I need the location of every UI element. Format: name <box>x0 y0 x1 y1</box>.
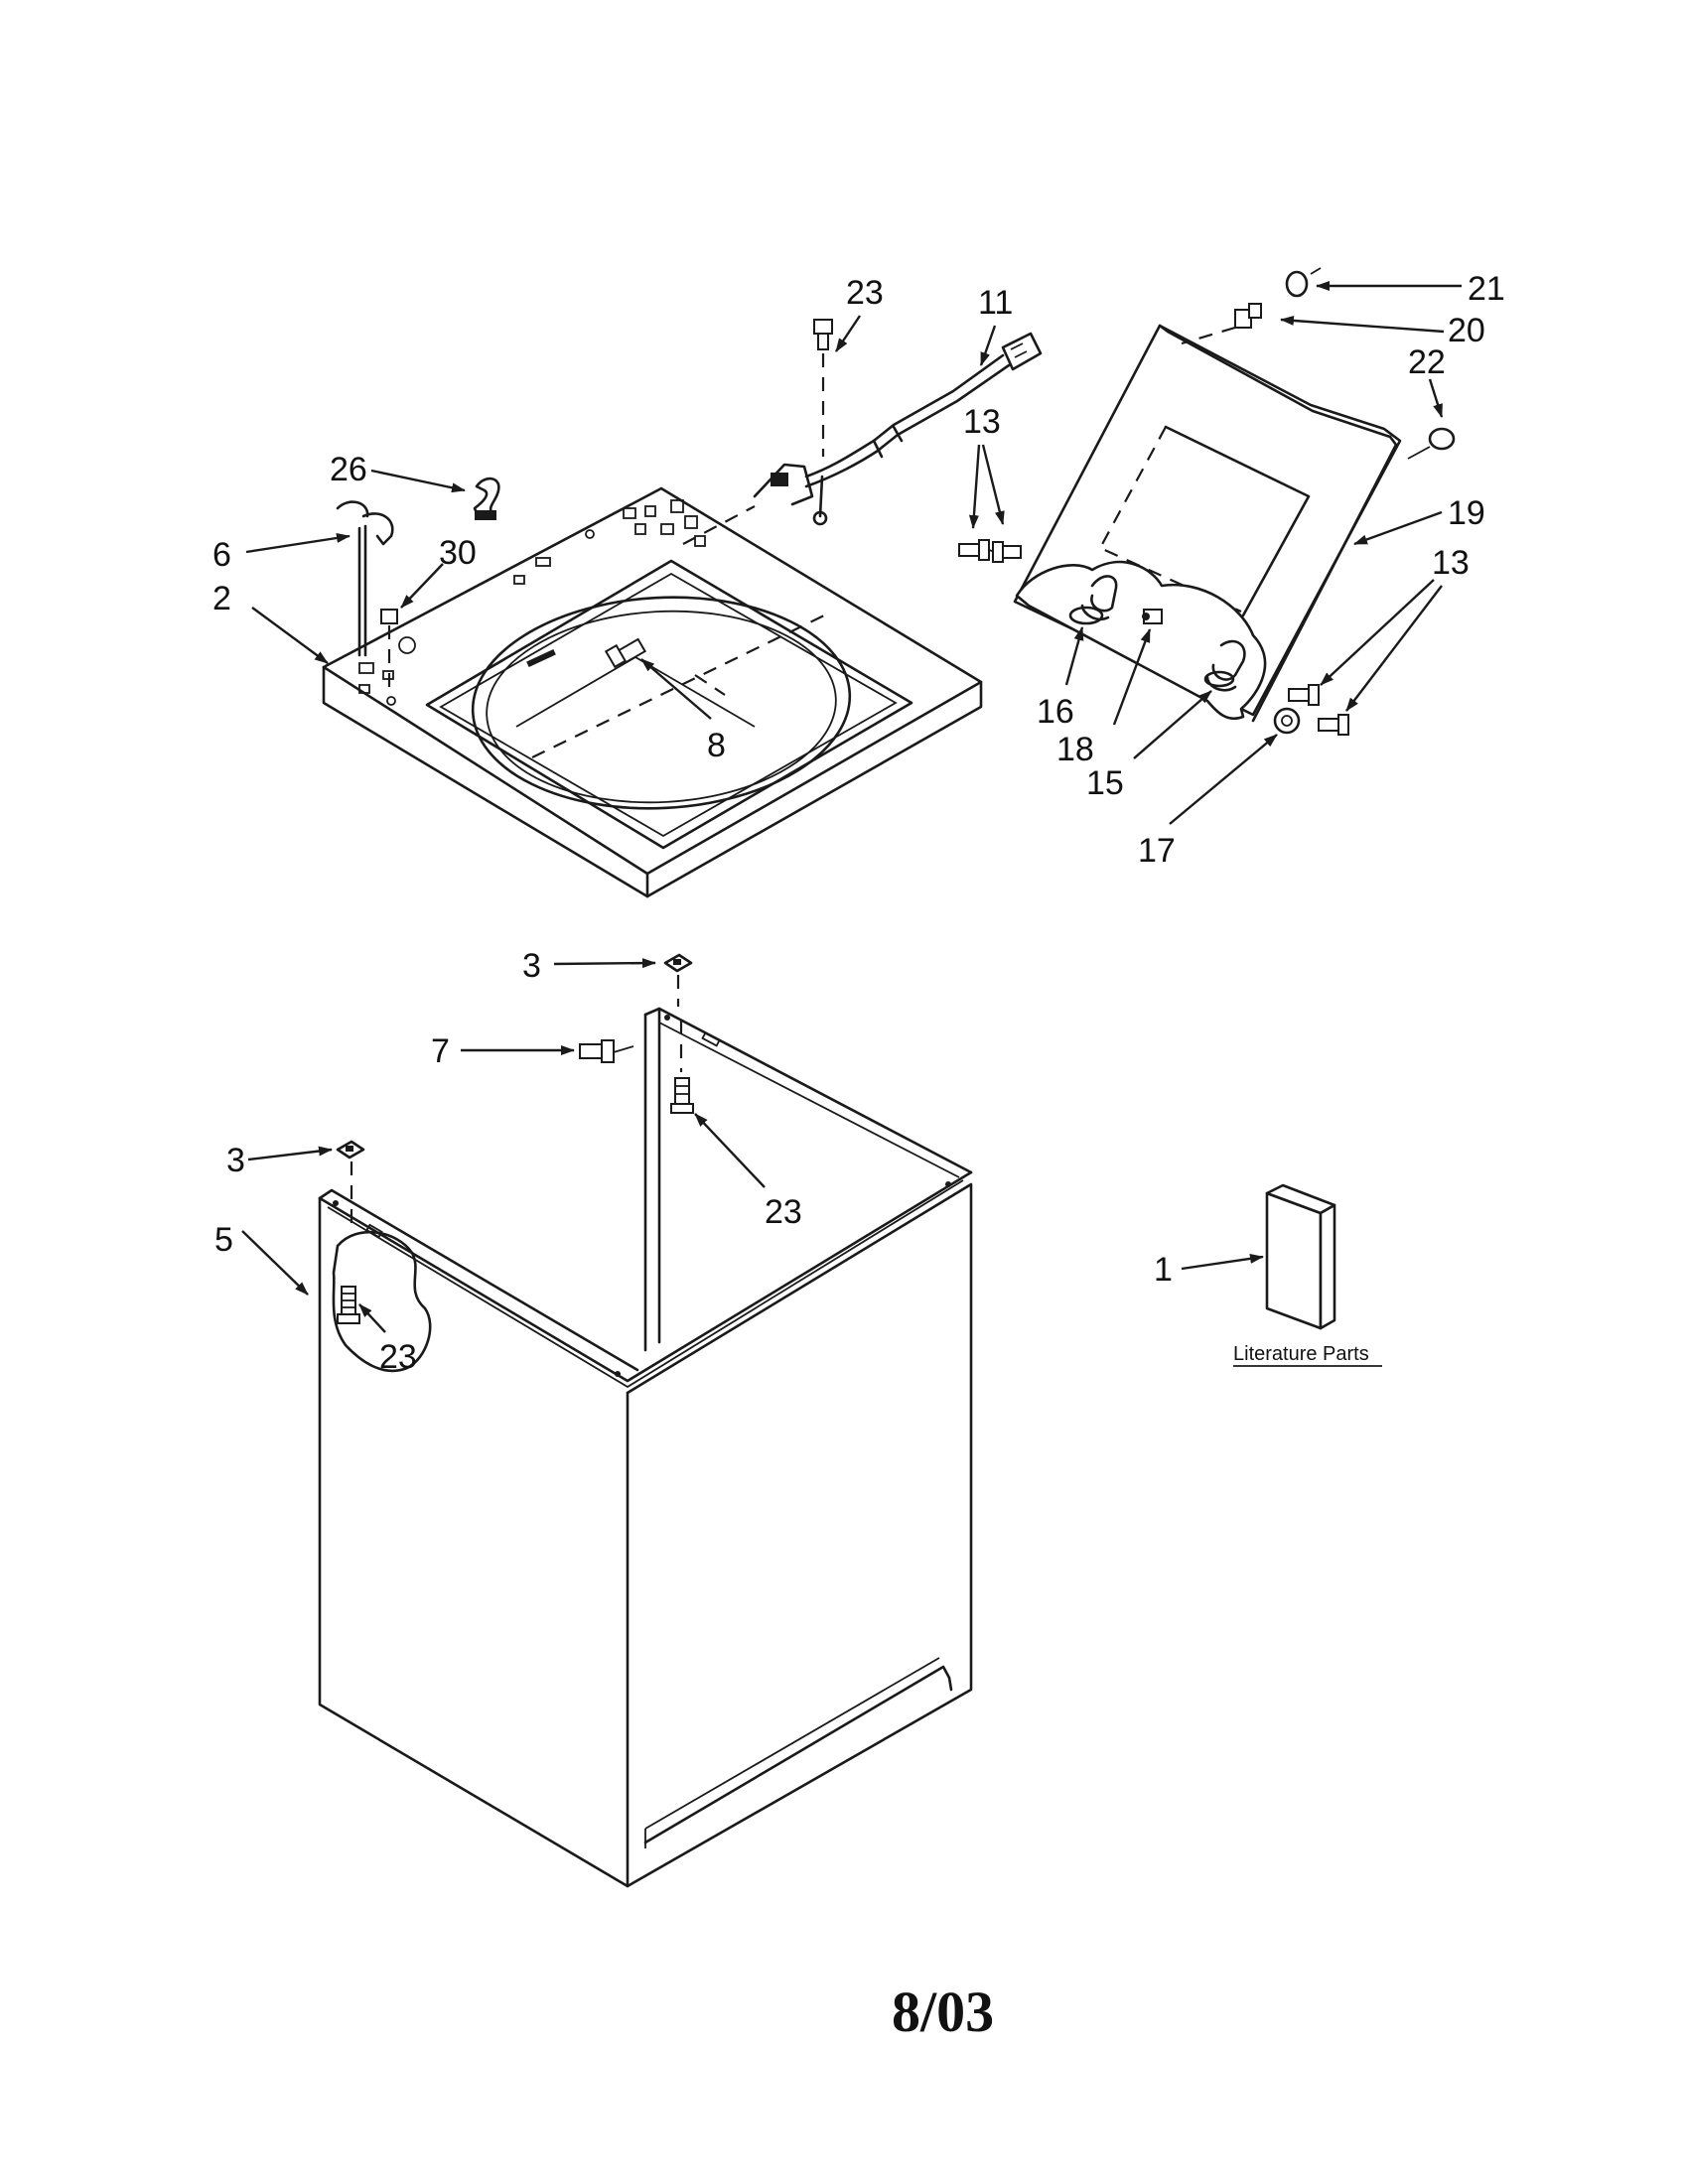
literature-booklet <box>1265 1183 1336 1330</box>
bumper-21 <box>1285 267 1322 298</box>
label-22: 22 <box>1408 343 1446 381</box>
screw-23-mid <box>670 1021 694 1114</box>
label-3-left: 3 <box>226 1142 245 1179</box>
label-30: 30 <box>439 534 477 572</box>
label-7: 7 <box>431 1032 450 1070</box>
label-6: 6 <box>212 536 231 574</box>
screw-7 <box>579 1039 634 1063</box>
callout-labels: 23 11 21 20 22 13 19 13 26 6 30 2 8 16 1… <box>212 270 1505 1376</box>
screw-23-top <box>813 319 833 457</box>
callout-arrows <box>241 281 1462 1333</box>
cabinet-body <box>318 1007 973 1888</box>
bumper-22 <box>1407 427 1456 460</box>
label-20: 20 <box>1448 312 1485 349</box>
clip-3-top <box>663 953 693 1007</box>
label-17: 17 <box>1138 832 1176 870</box>
bumper-20 <box>1181 303 1262 345</box>
label-3-top: 3 <box>522 947 541 985</box>
clip-26 <box>473 477 500 520</box>
label-21: 21 <box>1468 270 1505 308</box>
screw-13-top-b <box>992 541 1022 563</box>
label-1: 1 <box>1154 1251 1173 1289</box>
label-15: 15 <box>1086 764 1124 802</box>
screw-13-top-a <box>958 539 1014 561</box>
screw-13-right-b <box>1318 714 1349 736</box>
label-18: 18 <box>1056 731 1094 768</box>
label-13-top: 13 <box>963 403 1001 441</box>
screw-13-right-a <box>1288 684 1320 706</box>
screw-8 <box>604 637 646 669</box>
top-panel <box>322 486 983 898</box>
label-23-bottom: 23 <box>379 1338 417 1376</box>
label-13-right: 13 <box>1432 544 1470 582</box>
lid <box>1013 324 1402 736</box>
label-11: 11 <box>978 284 1013 322</box>
label-19: 19 <box>1448 494 1485 532</box>
label-26: 26 <box>330 451 367 488</box>
cabinet-cutaway-detail <box>332 1230 432 1373</box>
label-23-mid: 23 <box>765 1193 802 1231</box>
literature-caption: Literature Parts <box>1233 1343 1369 1365</box>
clip-3-left <box>336 1140 365 1227</box>
wire-clip-6 <box>336 500 394 657</box>
clip-30 <box>380 609 398 706</box>
label-5: 5 <box>214 1221 233 1259</box>
screw-23-bottom <box>337 1286 360 1324</box>
page-date: 8/03 <box>892 1979 994 2044</box>
label-8: 8 <box>707 727 726 764</box>
lid-switch-harness <box>753 332 1043 526</box>
label-23-top: 23 <box>846 274 884 312</box>
label-2: 2 <box>212 580 231 617</box>
label-16: 16 <box>1037 693 1074 731</box>
